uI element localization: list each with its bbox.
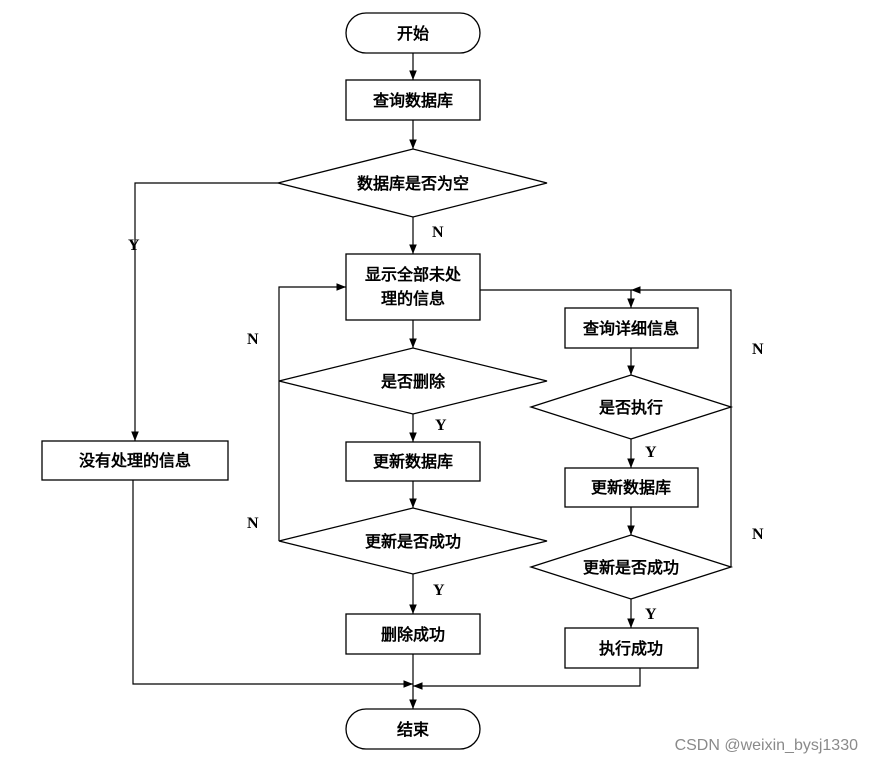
edge-show-to-detail bbox=[480, 289, 635, 308]
edge-exec-no bbox=[631, 286, 732, 567]
end-node-label: 结束 bbox=[396, 720, 430, 739]
delete-ok-node: 删除成功 bbox=[345, 613, 481, 655]
label-update-right-no: N bbox=[752, 526, 764, 543]
start-node: 开始 bbox=[345, 12, 481, 54]
exec-ok-label: 执行成功 bbox=[599, 639, 663, 658]
update-db-left-node: 更新数据库 bbox=[345, 441, 481, 482]
label-delete-yes: Y bbox=[435, 417, 447, 434]
watermark-text: CSDN @weixin_bysj1330 bbox=[675, 737, 859, 754]
edge-delete-no bbox=[278, 283, 346, 381]
exec-decision-label: 是否执行 bbox=[598, 398, 663, 417]
no-info-label: 没有处理的信息 bbox=[79, 451, 191, 470]
update-db-left-label: 更新数据库 bbox=[373, 452, 453, 471]
label-empty-no: N bbox=[432, 224, 444, 241]
query-db-label: 查询数据库 bbox=[373, 91, 453, 110]
label-update-right-yes: Y bbox=[645, 606, 657, 623]
db-empty-label: 数据库是否为空 bbox=[357, 174, 469, 193]
delete-decision: 是否删除 bbox=[278, 347, 548, 415]
edge-empty-yes bbox=[131, 182, 278, 441]
show-unprocessed-node: 显示全部未处 理的信息 bbox=[345, 253, 481, 321]
label-exec-yes: Y bbox=[645, 444, 657, 461]
show-unprocessed-label-2: 理的信息 bbox=[381, 289, 445, 308]
label-empty-yes: Y bbox=[128, 237, 140, 254]
update-ok-left-decision: 更新是否成功 bbox=[278, 507, 548, 575]
edge-noinfo-to-end bbox=[132, 480, 413, 688]
update-db-right-node: 更新数据库 bbox=[564, 467, 699, 508]
exec-decision: 是否执行 bbox=[528, 374, 734, 440]
label-delete-no: N bbox=[247, 331, 259, 348]
exec-ok-node: 执行成功 bbox=[564, 627, 699, 669]
label-exec-no: N bbox=[752, 341, 764, 358]
show-unprocessed-label-1: 显示全部未处 bbox=[365, 265, 462, 284]
update-ok-right-decision: 更新是否成功 bbox=[528, 534, 734, 600]
delete-ok-label: 删除成功 bbox=[381, 625, 445, 644]
update-db-right-label: 更新数据库 bbox=[591, 478, 671, 497]
update-ok-left-label: 更新是否成功 bbox=[365, 532, 461, 551]
query-detail-node: 查询详细信息 bbox=[564, 307, 699, 349]
delete-decision-label: 是否删除 bbox=[380, 372, 446, 391]
query-db-node: 查询数据库 bbox=[345, 79, 481, 121]
connectors bbox=[131, 53, 732, 709]
start-node-label: 开始 bbox=[397, 24, 429, 43]
end-node: 结束 bbox=[345, 708, 481, 750]
label-update-left-yes: Y bbox=[433, 582, 445, 599]
query-detail-label: 查询详细信息 bbox=[583, 319, 679, 338]
db-empty-decision: 数据库是否为空 bbox=[277, 148, 548, 218]
label-update-left-no: N bbox=[247, 515, 259, 532]
no-info-node: 没有处理的信息 bbox=[41, 440, 229, 481]
update-ok-right-label: 更新是否成功 bbox=[583, 558, 679, 577]
edge-labels: Y N N Y N Y N Y N Y bbox=[128, 224, 764, 623]
edge-executed-to-end bbox=[413, 668, 641, 690]
